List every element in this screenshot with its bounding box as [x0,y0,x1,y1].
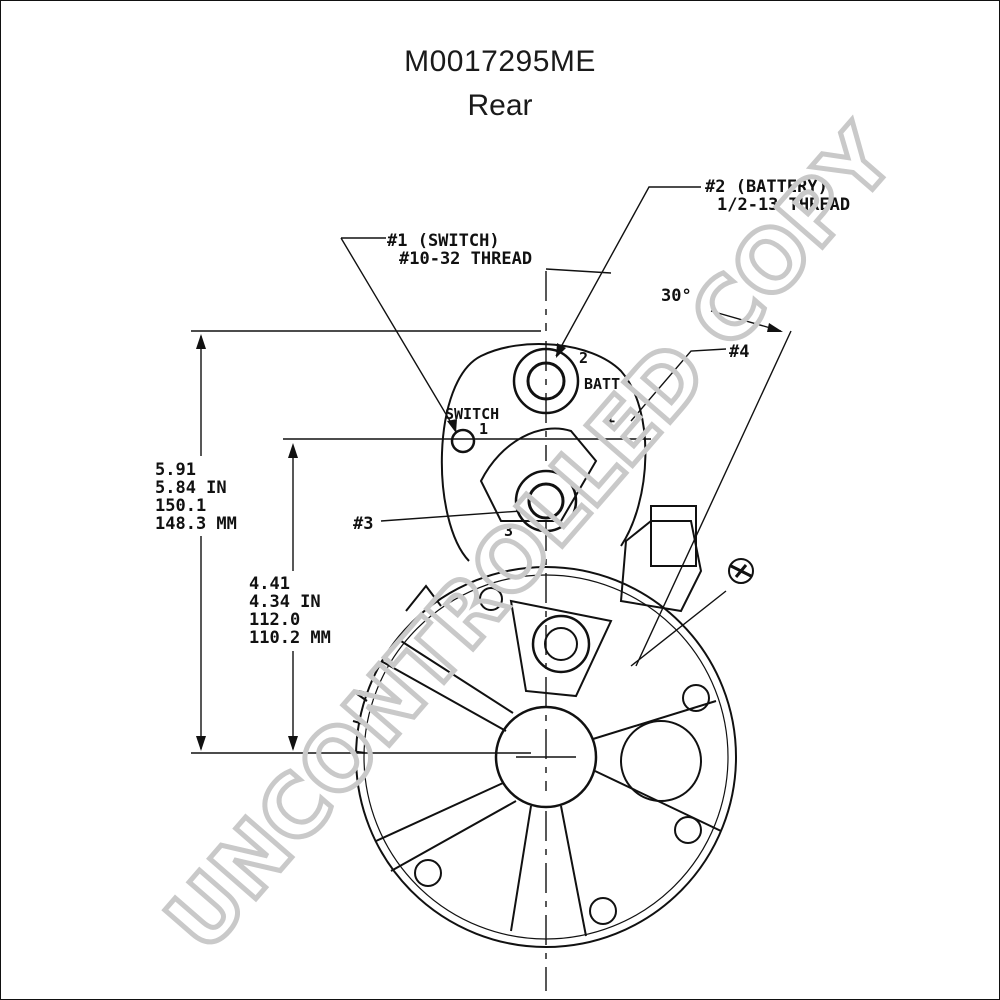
leader-battery [555,186,701,357]
arrow-head [556,343,566,358]
lower-terminal-stud [544,627,578,661]
link-strap [479,427,598,522]
spoke-upper-left [380,640,514,732]
upper-left-boss [405,584,442,612]
label-switch: SWITCH [445,405,499,423]
ground-symbol-mark [730,564,752,578]
mount-hole [479,587,503,611]
switch-terminal [450,428,476,454]
view-subtitle: Rear [467,89,533,122]
center-terminal-stud [527,482,565,520]
callout-angle: 30° [661,286,692,306]
spoke-bottom [510,805,587,937]
arrow-head [288,736,298,751]
part-number-title: M0017295ME [404,45,596,78]
dim-inner-line4: 110.2 MM [249,628,331,648]
ground-symbol-icon [728,558,754,584]
motor-housing [355,566,737,948]
nose-lug [509,599,613,698]
mount-hole [414,859,442,887]
uncontrolled-copy-watermark: UNCONTROLLED COPY [147,108,913,969]
label-terminal-3: 3 [504,522,513,540]
dim-outer-line1: 5.91 [155,460,196,480]
arrow-head [196,736,206,751]
callout-terminal4: #4 [729,342,749,362]
leader-angle-ray [635,330,792,667]
callout-battery-thread: 1/2-13 THREAD [717,195,850,215]
label-plus: + [606,412,615,430]
callout-switch-title: #1 (SWITCH) [387,231,500,251]
label-batt: BATT [584,375,620,393]
callout-terminal3: #3 [353,514,373,534]
housing-ticks [350,690,374,754]
leader-ground [630,590,727,667]
dim-outer-line3: 150.1 [155,496,206,516]
solenoid-cap [440,343,647,562]
thread-pointer [545,268,612,274]
label-terminal-2: 2 [579,349,588,367]
hex-bolt [650,505,697,567]
dim-inner-line3: 112.0 [249,610,300,630]
arrow-head [447,419,457,433]
spoke-lower-left [375,782,517,872]
label-terminal-1: 1 [479,420,488,438]
callout-battery-title: #2 (BATTERY) [705,177,828,197]
right-boss [620,720,702,802]
leader-terminal3 [380,510,522,522]
lower-terminal-nut [531,614,591,674]
arrow-head [196,334,206,349]
arrow-head [767,323,783,332]
dim-inner-line1: 4.41 [249,574,290,594]
mount-hole [589,897,617,925]
dim-outer-line4: 148.3 MM [155,514,237,534]
leader-terminal4 [630,348,727,422]
mount-hole [674,816,702,844]
dim-outer-line2: 5.84 IN [155,478,227,498]
leader-switch [340,237,457,432]
mount-hole [682,684,710,712]
arrow-head [288,443,298,458]
dim-inner-line2: 4.34 IN [249,592,321,612]
callout-switch-thread: #10-32 THREAD [399,249,532,269]
